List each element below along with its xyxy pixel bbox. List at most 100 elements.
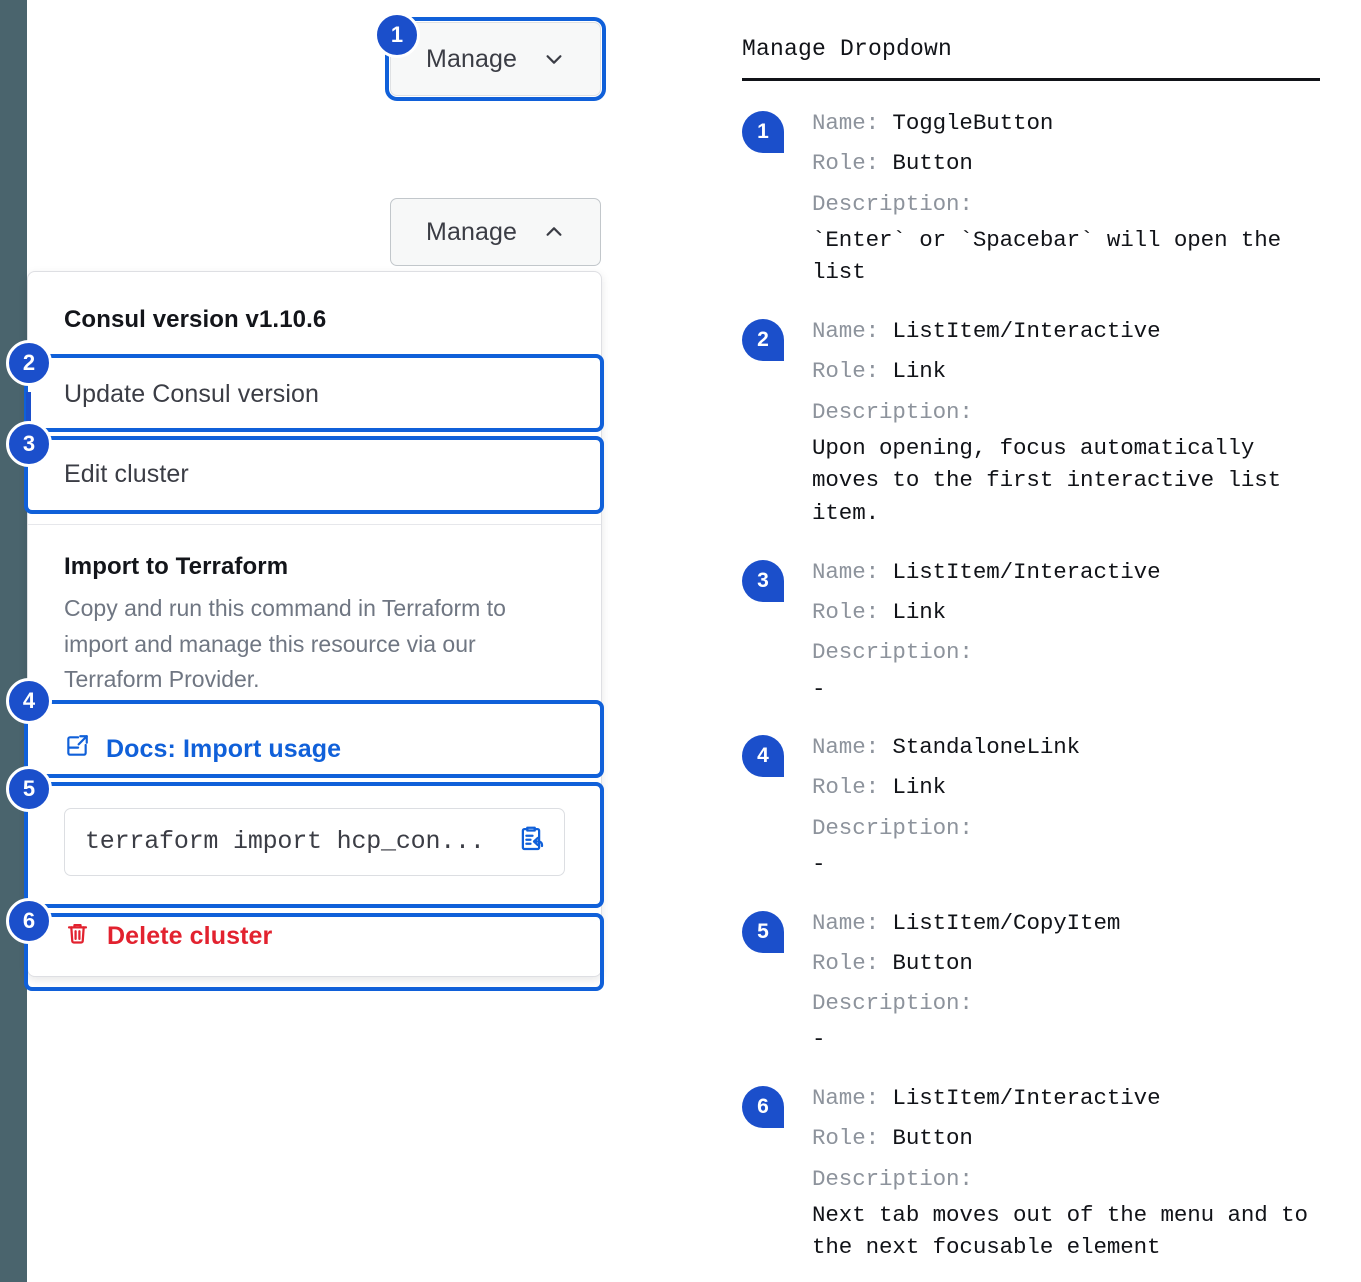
docs-import-usage-link[interactable]: Docs: Import usage — [28, 712, 601, 788]
legend-name-label: Name: — [812, 909, 880, 936]
legend-item-body: Name: ListItem/Interactive Role: Link De… — [812, 311, 1322, 530]
terraform-copy-field[interactable]: terraform import hcp_con... — [64, 807, 565, 876]
legend-role-row: Role: Link — [812, 767, 1080, 807]
legend-name-value: ListItem/CopyItem — [892, 909, 1121, 936]
legend-description-label: Description: — [812, 990, 973, 1017]
legend-title: Manage Dropdown — [742, 36, 953, 62]
legend-role-label: Role: — [812, 598, 880, 625]
legend-description-label-row: Description: — [812, 184, 1322, 224]
consul-version-header: Consul version v1.10.6 — [64, 306, 327, 333]
chevron-up-icon — [543, 221, 565, 243]
menu-item-label: Edit cluster — [64, 459, 189, 488]
app-side-rail — [0, 0, 27, 1282]
legend-role-value: Link — [892, 774, 947, 801]
legend-name-value: ToggleButton — [892, 110, 1054, 136]
legend-description-label-row: Description: — [812, 1159, 1322, 1199]
legend-role-label: Role: — [812, 358, 880, 385]
legend-description-value: Upon opening, focus automatically moves … — [812, 434, 1282, 527]
legend-name-label: Name: — [812, 734, 880, 761]
legend-name-label: Name: — [812, 318, 880, 345]
legend-pin-number: 6 — [757, 1094, 769, 1118]
terraform-command-text: terraform import hcp_con... — [85, 827, 485, 857]
legend-pin-number: 4 — [757, 744, 769, 768]
legend-pin-number: 3 — [757, 568, 769, 592]
docs-external-link-icon — [64, 733, 90, 766]
legend-pin-badge: 6 — [742, 1085, 784, 1128]
legend-item: 5 Name: ListItem/CopyItem Role: Button D… — [742, 903, 1322, 1056]
callout-badge-number: 3 — [22, 431, 36, 456]
menu-item-edit-cluster[interactable]: Edit cluster — [28, 434, 601, 514]
legend-name-row: Name: StandaloneLink — [812, 727, 1080, 767]
legend-role-row: Role: Button — [812, 1118, 1322, 1158]
legend-name-value: StandaloneLink — [892, 734, 1081, 761]
legend-role-value: Button — [892, 1125, 973, 1152]
legend-role-value: Button — [892, 150, 973, 177]
legend-description-label: Description: — [812, 398, 973, 425]
legend-role-label: Role: — [812, 949, 880, 976]
callout-badge-5: 5 — [6, 766, 52, 812]
legend-description-label-row: Description: — [812, 983, 1120, 1023]
legend-divider — [742, 78, 1320, 81]
callout-badge-4: 4 — [6, 678, 52, 724]
legend-name-value: ListItem/Interactive — [892, 318, 1161, 345]
legend-role-row: Role: Link — [812, 351, 1322, 391]
legend-role-label: Role: — [812, 1125, 880, 1152]
legend-pin-number: 1 — [757, 120, 769, 143]
legend-name-value: ListItem/Interactive — [892, 558, 1161, 585]
legend-item: 2 Name: ListItem/Interactive Role: Link … — [742, 311, 1322, 530]
manage-toggle-button-open[interactable]: Manage — [390, 198, 601, 266]
callout-badge-1: 1 — [374, 12, 420, 58]
legend-role-label: Role: — [812, 150, 880, 177]
callout-badge-number: 4 — [22, 688, 36, 713]
legend-role-value: Button — [892, 949, 973, 976]
legend-role-row: Role: Button — [812, 943, 1120, 983]
legend-pin-badge: 4 — [742, 735, 784, 778]
legend-description-value: - — [812, 675, 826, 702]
legend-item-body: Name: ListItem/Interactive Role: Link De… — [812, 552, 1161, 705]
legend-role-row: Role: Button — [812, 143, 1322, 183]
manage-dropdown-panel: Consul version v1.10.6 Update Consul ver… — [27, 271, 602, 977]
legend-pin-badge: 2 — [742, 319, 784, 362]
legend-name-row: Name: ListItem/Interactive — [812, 311, 1322, 351]
legend-item: 3 Name: ListItem/Interactive Role: Link … — [742, 552, 1322, 705]
legend-name-row: Name: ListItem/CopyItem — [812, 903, 1120, 943]
manage-toggle-button-closed[interactable]: Manage — [385, 17, 606, 101]
clipboard-copy-icon[interactable] — [516, 824, 546, 859]
menu-divider — [28, 524, 601, 525]
legend-pin-number: 2 — [757, 328, 769, 352]
legend-description-label-row: Description: — [812, 632, 1160, 672]
chevron-down-icon — [543, 48, 565, 70]
manage-toggle-label-open: Manage — [426, 217, 517, 246]
manage-toggle-label: Manage — [426, 44, 517, 73]
legend-name-label: Name: — [812, 1084, 880, 1111]
menu-item-label: Update Consul version — [64, 379, 320, 408]
callout-badge-number: 1 — [390, 22, 404, 47]
legend-description-value: Next tab moves out of the menu and to th… — [812, 1201, 1308, 1261]
legend-name-row: Name: ListItem/Interactive — [812, 1078, 1322, 1118]
terraform-copy-field-wrap: terraform import hcp_con... — [28, 788, 601, 898]
legend-item-body: Name: StandaloneLink Role: Link Descript… — [812, 727, 1080, 880]
callout-badge-number: 5 — [22, 776, 36, 801]
legend-item: 1 Name: ToggleButton Role: Button Descri… — [742, 103, 1322, 289]
legend-pin-badge: 5 — [742, 910, 784, 953]
legend-name-value: ListItem/Interactive — [892, 1084, 1161, 1111]
menu-item-update-consul-version[interactable]: Update Consul version — [28, 354, 601, 434]
delete-cluster-label: Delete cluster — [107, 922, 273, 951]
legend-role-value: Link — [892, 598, 947, 625]
legend-item: 4 Name: StandaloneLink Role: Link Descri… — [742, 727, 1322, 880]
legend-item-body: Name: ListItem/CopyItem Role: Button Des… — [812, 903, 1120, 1056]
legend-name-label: Name: — [812, 110, 880, 136]
menu-item-delete-cluster[interactable]: Delete cluster — [28, 898, 601, 976]
legend-item-list: 1 Name: ToggleButton Role: Button Descri… — [742, 103, 1322, 1264]
docs-import-usage-label: Docs: Import usage — [106, 735, 342, 764]
legend-description-label: Description: — [812, 190, 973, 217]
badge-connector-2-3 — [26, 392, 31, 442]
legend-item-body: Name: ToggleButton Role: Button Descript… — [812, 103, 1322, 289]
trash-icon — [64, 920, 91, 954]
legend-pin-number: 5 — [757, 919, 769, 943]
callout-badge-2: 2 — [6, 340, 52, 386]
legend-name-row: Name: ListItem/Interactive — [812, 552, 1161, 592]
legend-description-label: Description: — [812, 639, 973, 666]
legend-description-label-row: Description: — [812, 392, 1322, 432]
